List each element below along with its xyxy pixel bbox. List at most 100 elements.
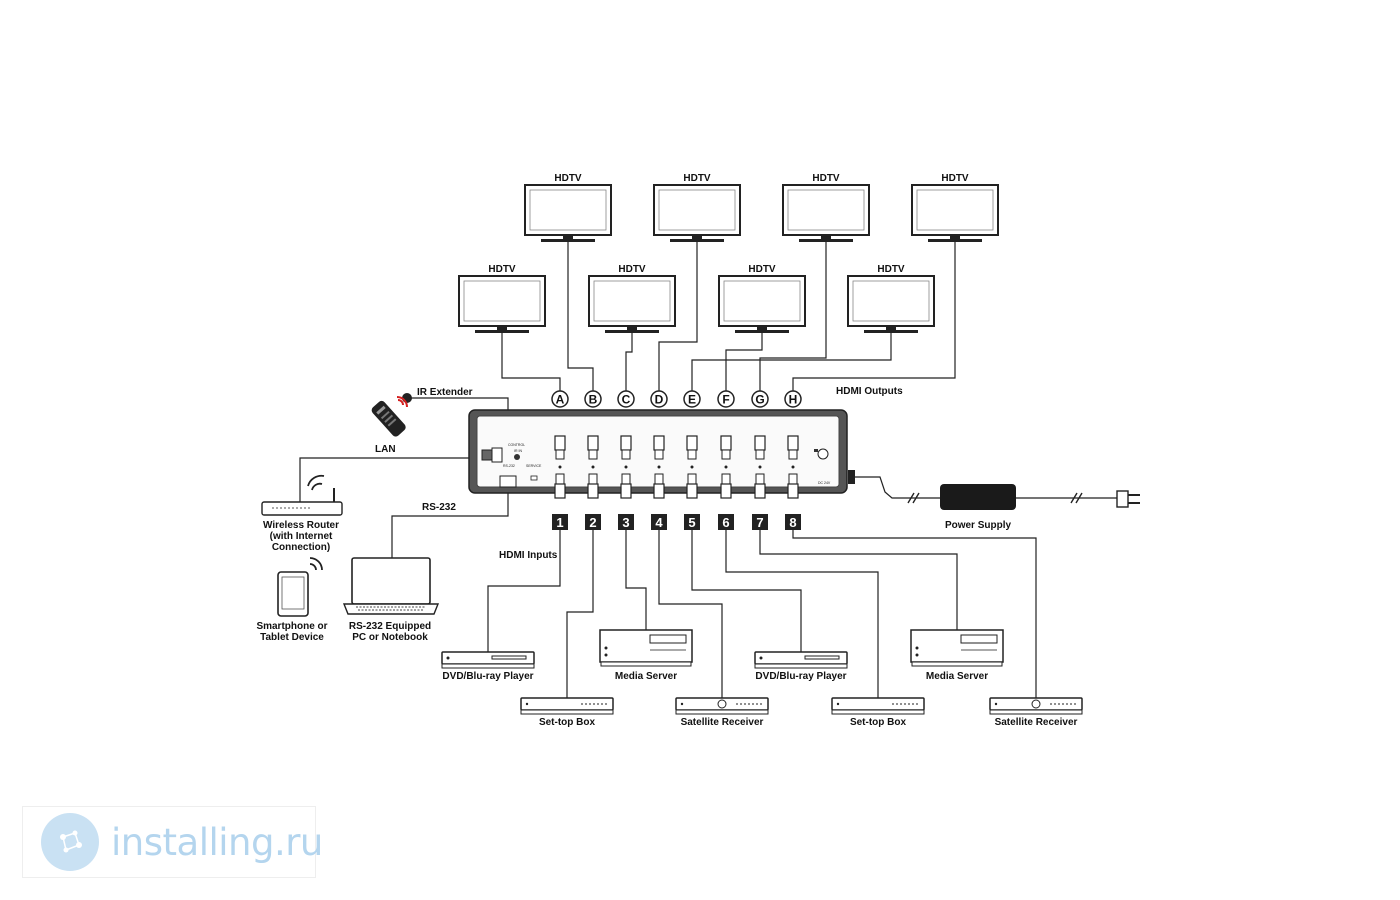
hdmi-cable	[658, 530, 723, 698]
satellite-receiver-icon: Satellite Receiver	[989, 697, 1083, 728]
dc-power-port	[817, 448, 829, 460]
wireless-router-icon	[261, 474, 343, 516]
hdtv-icon: HDTV	[847, 264, 935, 333]
cable-break-icons	[907, 492, 1083, 504]
lan-port	[481, 449, 493, 461]
hdmi-output-port: F	[717, 390, 735, 469]
source-label: Set-top Box	[539, 717, 596, 728]
hdmi-cable	[725, 530, 879, 698]
hdtv-label: HDTV	[748, 264, 776, 275]
smartphone-tablet-icon	[277, 557, 323, 617]
power-dc-cable	[855, 476, 940, 499]
rs232-port	[499, 475, 517, 488]
input-number: 2	[589, 515, 596, 530]
hdmi-cable	[567, 242, 594, 392]
set-top-box-icon: Set-top Box	[831, 697, 925, 728]
output-letter: G	[755, 393, 764, 407]
ir-signal-waves-icon	[396, 396, 408, 408]
hdmi-cable	[759, 242, 827, 392]
dvd-player-icon: DVD/Blu-ray Player	[441, 651, 535, 682]
watermark-logo-icon	[41, 813, 99, 871]
output-letter: H	[789, 393, 798, 407]
rs232-cable	[391, 487, 509, 558]
hdmi-cable	[691, 333, 892, 392]
hdmi-input-port: 4	[651, 473, 667, 530]
lan-cable	[299, 457, 482, 502]
output-letter: D	[655, 393, 664, 407]
hdtv-icon: HDTV	[588, 264, 676, 333]
hdmi-cable	[566, 530, 594, 698]
smartphone-label-line1: Smartphone or	[256, 621, 327, 632]
hdtv-icon: HDTV	[524, 173, 612, 242]
output-letter: F	[722, 393, 729, 407]
set-top-box-icon: Set-top Box	[520, 697, 614, 728]
ir-in-port-label: IR IN	[514, 449, 522, 453]
hdmi-output-port: D	[650, 390, 668, 469]
service-port	[530, 475, 538, 481]
output-letter: C	[622, 393, 631, 407]
router-label-line1: Wireless Router	[263, 520, 339, 531]
source-label: Satellite Receiver	[995, 717, 1078, 728]
output-letter: B	[589, 393, 598, 407]
power-supply-label: Power Supply	[945, 520, 1012, 531]
service-port-label: SERVICE	[526, 464, 542, 468]
remote-control-icon	[371, 400, 406, 437]
smartphone-label-line2: Tablet Device	[260, 632, 324, 643]
hdmi-cable	[501, 333, 561, 392]
hdmi-input-port: 1	[552, 473, 568, 530]
watermark: installing.ru	[22, 806, 323, 878]
hdmi-cable	[625, 530, 647, 630]
hdtv-label: HDTV	[812, 173, 840, 184]
output-letter: E	[688, 393, 696, 407]
media-server-icon: Media Server	[910, 629, 1004, 682]
hdtv-label: HDTV	[554, 173, 582, 184]
hdmi-inputs-label: HDMI Inputs	[499, 550, 558, 561]
hdmi-cable	[759, 530, 958, 630]
hdmi-input-port: 3	[618, 473, 634, 530]
hdmi-input-port: 6	[718, 473, 734, 530]
hdtv-icon: HDTV	[782, 173, 870, 242]
ir-in-jack	[514, 454, 520, 460]
lan-label: LAN	[375, 444, 396, 455]
hdtv-label: HDTV	[877, 264, 905, 275]
rj45-plug-icon	[491, 447, 503, 463]
hdmi-output-port: B	[584, 390, 602, 469]
router-label-line2: (with Internet	[270, 531, 333, 542]
hdmi-cable	[658, 242, 698, 392]
hdmi-cable	[487, 530, 561, 652]
source-label: DVD/Blu-ray Player	[755, 671, 846, 682]
hdtv-label: HDTV	[488, 264, 516, 275]
input-number: 3	[622, 515, 629, 530]
dc-port-label: DC 24V	[818, 481, 831, 485]
power-supply-icon	[848, 470, 1016, 510]
cable-group	[299, 242, 1117, 698]
pc-label-line2: PC or Notebook	[352, 632, 428, 643]
hdtv-label: HDTV	[683, 173, 711, 184]
hdmi-cable	[691, 530, 802, 652]
watermark-text: installing.ru	[111, 821, 323, 864]
hdmi-input-port: 7	[752, 473, 768, 530]
source-label: Media Server	[615, 671, 677, 682]
hdmi-outputs-label: HDMI Outputs	[836, 386, 903, 397]
input-number: 5	[688, 515, 695, 530]
source-label: DVD/Blu-ray Player	[442, 671, 533, 682]
hdmi-output-port: C	[617, 390, 635, 469]
hdmi-output-port: E	[683, 390, 701, 469]
power-plug-icon	[1116, 490, 1140, 508]
source-label: Media Server	[926, 671, 988, 682]
router-label-line3: Connection)	[272, 542, 330, 553]
input-number: 7	[756, 515, 763, 530]
source-label: Set-top Box	[850, 717, 907, 728]
hdmi-input-port: 2	[585, 473, 601, 530]
output-letter: A	[556, 393, 565, 407]
hdtv-label: HDTV	[618, 264, 646, 275]
input-number: 4	[655, 515, 663, 530]
hdmi-output-port: H	[784, 390, 802, 469]
power-switch	[814, 449, 818, 452]
input-number: 6	[722, 515, 729, 530]
hdtv-icon: HDTV	[458, 264, 546, 333]
